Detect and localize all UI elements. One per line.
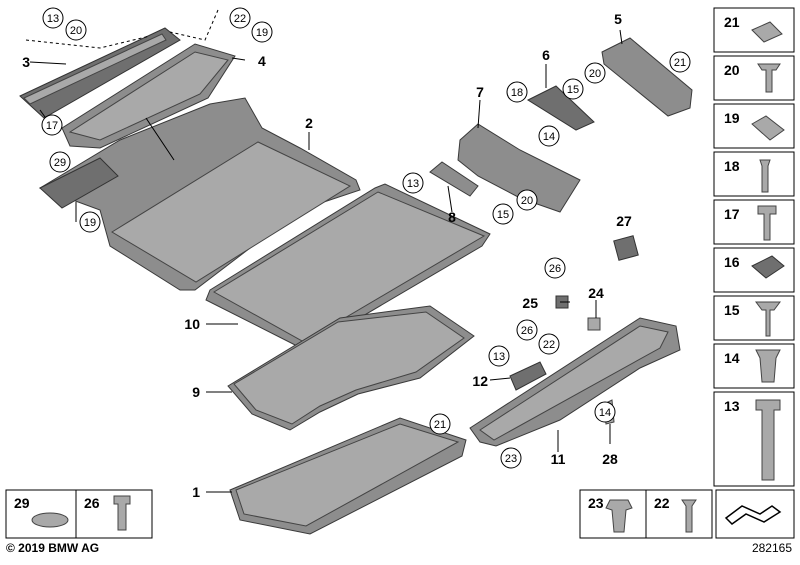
callout-24: 24 [588,285,604,301]
legend-17: 17 [724,206,740,222]
legend-19: 19 [724,110,740,126]
legend-bottom-left: 29 26 [5,489,153,539]
callout-1: 1 [192,484,200,500]
circ-19-b: 20 [589,68,601,80]
part-3-rail [19,27,181,119]
callout-10: 10 [184,316,200,332]
circ-15-c: 15 [497,209,509,221]
callout-2: 2 [305,115,313,131]
circ-13-a: 13 [407,178,419,190]
legend-right: 21 20 19 18 17 16 15 14 13 [713,7,795,487]
legend-13: 13 [724,398,740,414]
legend-23: 23 [588,495,604,511]
circ-17-b: 19 [84,217,96,229]
callout-5: 5 [614,11,622,27]
legend-bottom-right: 23 22 [579,489,795,539]
circ-15-b: 15 [567,84,579,96]
callout-7: 7 [476,84,484,100]
plain-callouts: 3 4 2 5 6 7 8 27 24 25 10 9 12 11 28 1 [22,11,632,500]
circ-18: 18 [511,87,523,99]
callout-25: 25 [522,295,538,311]
circ-29: 29 [54,157,66,169]
circ-14-b: 14 [599,407,611,419]
part-24-clip [587,317,601,331]
circ-20-a: 21 [674,57,686,69]
legend-18: 18 [724,158,740,174]
circ-16: 17 [46,120,58,132]
callout-11: 11 [551,451,566,467]
circled-callouts: 13 20 22 19 17 29 19 18 15 20 21 14 13 1… [41,7,691,469]
circ-23: 23 [505,453,517,465]
circ-15-a: 13 [47,13,59,25]
part-10-cover-panel [205,183,491,351]
legend-26: 26 [84,495,100,511]
legend-20: 20 [724,62,740,78]
legend-21: 21 [724,14,740,30]
callout-3: 3 [22,54,30,70]
legend-22: 22 [654,495,670,511]
callout-12: 12 [472,373,488,389]
legend-29: 29 [14,495,30,511]
circ-20-b: 21 [434,419,446,431]
circ-22: 26 [521,325,533,337]
circ-21-a: 22 [234,13,246,25]
copyright: © 2019 BMW AG [6,541,100,555]
part-8-clip [429,161,479,197]
legend-16: 16 [724,254,740,270]
legend-14: 14 [724,350,740,366]
circ-26: 26 [549,263,561,275]
part-6-holder [526,85,595,131]
callout-9: 9 [192,384,200,400]
part-27-pad [613,235,639,261]
part-1-floor-mat [229,417,467,535]
callout-27: 27 [616,213,632,229]
diagram-id: 282165 [751,541,792,555]
callout-4: 4 [258,53,266,69]
part-5-bracket [601,37,693,117]
circ-19-a: 20 [70,25,82,37]
circ-21-b: 22 [543,339,555,351]
circ-17-a: 19 [256,27,268,39]
part-12-handle [509,361,547,391]
part-9-floor-panel [227,305,475,431]
callout-8: 8 [448,209,456,225]
part-7-side-trim [457,123,581,213]
callout-28: 28 [602,451,618,467]
part-4-trim-panel [61,43,236,149]
circ-19-c: 20 [521,195,533,207]
circ-14-a: 14 [543,131,555,143]
arrow-icon [724,505,782,525]
leader-lines [25,9,623,493]
legend-15: 15 [724,302,740,318]
callout-6: 6 [542,47,550,63]
circ-13-b: 13 [493,351,505,363]
part-2-floor-tray [38,97,361,291]
part-11-loading-sill [469,317,681,447]
